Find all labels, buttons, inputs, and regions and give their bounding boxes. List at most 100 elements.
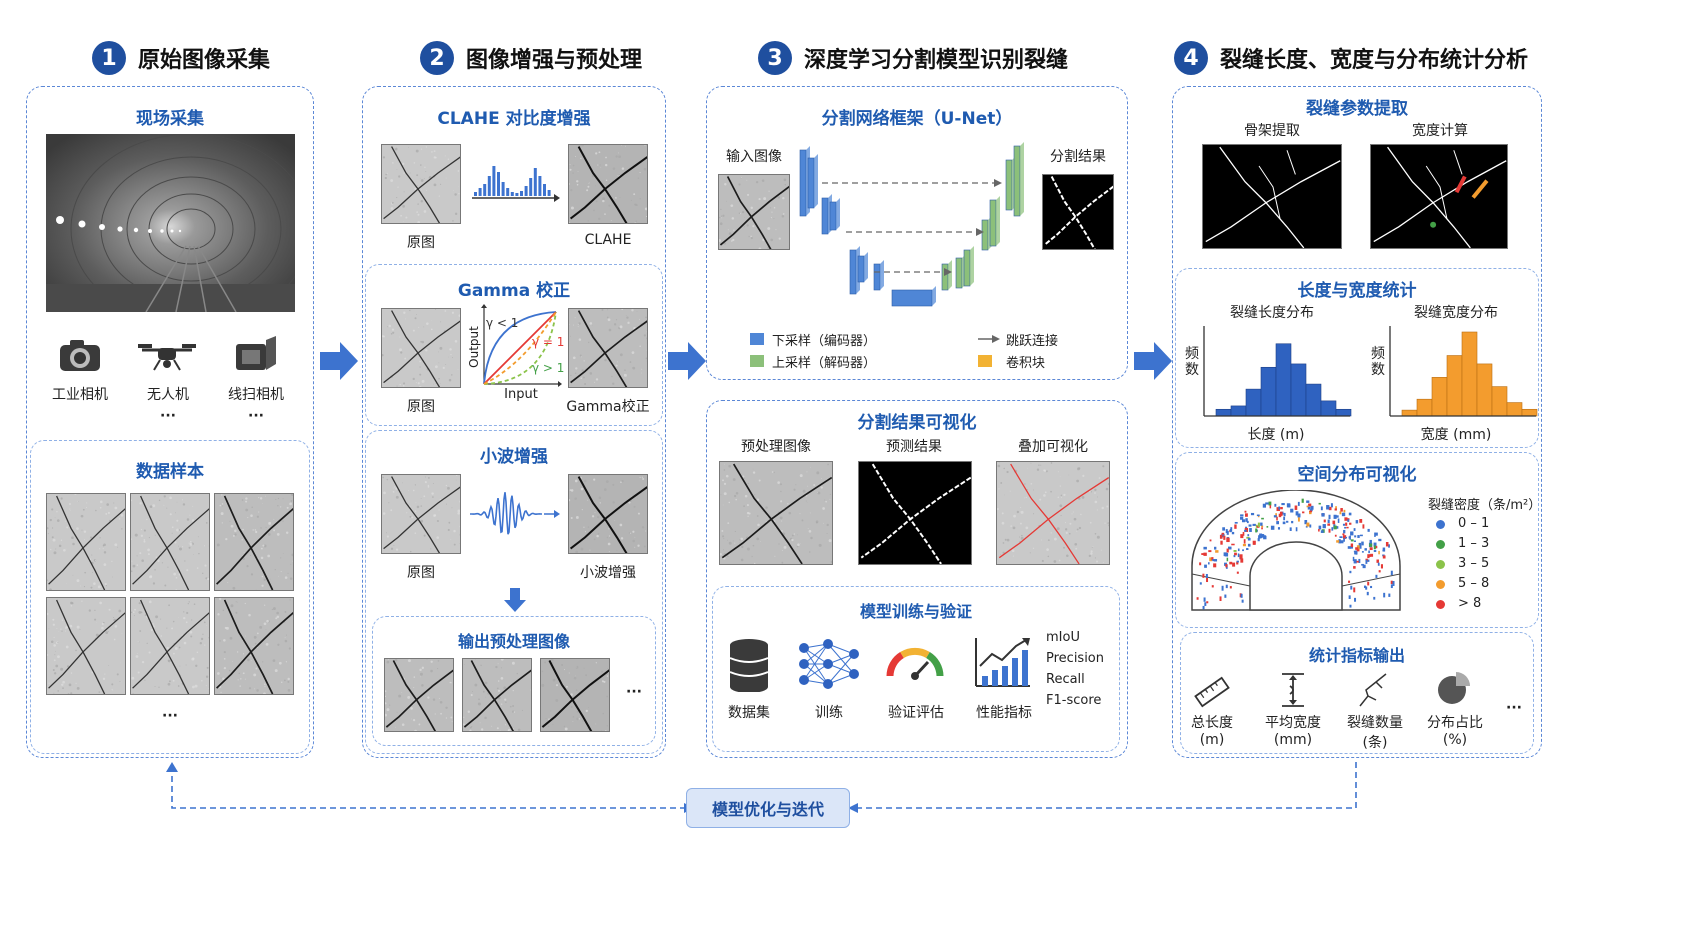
density-mark bbox=[1309, 510, 1312, 515]
density-mark bbox=[1270, 525, 1275, 530]
freq-label: 频数 bbox=[1185, 346, 1199, 378]
legend-label: > 8 bbox=[1458, 596, 1482, 611]
density-mark bbox=[1241, 599, 1244, 603]
density-mark bbox=[1353, 528, 1356, 531]
density-mark bbox=[1348, 512, 1352, 516]
output-name: 裂缝数量 bbox=[1347, 715, 1403, 731]
ellipsis: ··· bbox=[248, 408, 264, 424]
density-mark bbox=[1209, 539, 1212, 542]
histogram-bar bbox=[1446, 355, 1463, 417]
density-mark bbox=[1213, 559, 1218, 562]
density-mark bbox=[1211, 585, 1214, 588]
density-mark bbox=[1339, 511, 1342, 515]
original-image bbox=[381, 308, 461, 388]
ellipsis: ··· bbox=[1506, 700, 1522, 716]
wavelet-icon bbox=[470, 492, 560, 535]
density-mark bbox=[1244, 510, 1247, 513]
gamma-x-axis-label: Input bbox=[504, 387, 538, 402]
density-mark bbox=[1209, 557, 1213, 562]
density-mark bbox=[1225, 564, 1228, 568]
performance-chart-icon bbox=[975, 638, 1030, 687]
density-mark bbox=[1246, 520, 1249, 524]
legend-down-label: 下采样（编码器） bbox=[772, 334, 877, 349]
density-mark bbox=[1279, 511, 1283, 516]
density-mark bbox=[1355, 520, 1359, 524]
density-mark bbox=[1383, 592, 1386, 598]
original-image bbox=[381, 474, 461, 554]
density-mark bbox=[1353, 559, 1357, 564]
density-mark bbox=[1340, 508, 1343, 512]
density-mark bbox=[1208, 562, 1210, 565]
density-mark bbox=[1370, 585, 1373, 589]
density-mark bbox=[1320, 530, 1324, 533]
density-mark bbox=[1249, 528, 1252, 532]
density-mark bbox=[1380, 564, 1383, 569]
ellipsis: ··· bbox=[160, 408, 176, 424]
density-mark bbox=[1318, 525, 1322, 530]
density-mark bbox=[1373, 550, 1377, 552]
density-mark bbox=[1328, 506, 1332, 511]
density-mark bbox=[1297, 501, 1300, 506]
density-mark bbox=[1278, 506, 1281, 510]
clahe-label: CLAHE bbox=[584, 232, 632, 248]
density-mark bbox=[1373, 545, 1376, 550]
legend-label: 0 – 1 bbox=[1458, 516, 1490, 531]
unet-block bbox=[981, 219, 989, 251]
density-mark bbox=[1368, 550, 1370, 554]
density-mark bbox=[1276, 521, 1280, 525]
unet-block-side bbox=[836, 198, 840, 230]
density-mark bbox=[1374, 532, 1376, 537]
density-mark bbox=[1236, 560, 1239, 563]
density-mark bbox=[1327, 519, 1330, 524]
column-4-panel bbox=[1172, 86, 1542, 758]
unet-block-side bbox=[996, 196, 1000, 246]
density-mark bbox=[1346, 526, 1349, 529]
step-title: 图像增强与预处理 bbox=[466, 48, 643, 73]
density-mark bbox=[1224, 552, 1229, 557]
density-mark bbox=[1369, 543, 1373, 547]
density-mark bbox=[1343, 529, 1346, 534]
density-mark bbox=[1257, 522, 1260, 528]
density-mark bbox=[1344, 517, 1348, 521]
density-mark bbox=[1276, 516, 1278, 521]
segmentation-output bbox=[1042, 174, 1114, 250]
training-title: 模型训练与验证 bbox=[859, 602, 972, 621]
density-mark bbox=[1323, 519, 1326, 523]
step-title: 深度学习分割模型识别裂缝 bbox=[804, 48, 1069, 73]
data-samples-panel bbox=[30, 440, 310, 754]
density-mark bbox=[1318, 502, 1321, 505]
wavelet-panel bbox=[365, 430, 663, 754]
metric-f1: F1-score bbox=[1046, 693, 1102, 708]
length-axis-label: 长度 (m) bbox=[1247, 427, 1305, 443]
density-mark bbox=[1350, 539, 1354, 542]
density-mark bbox=[1353, 540, 1356, 542]
density-mark bbox=[1364, 548, 1367, 551]
density-mark bbox=[1367, 581, 1370, 586]
density-mark bbox=[1367, 559, 1370, 562]
density-mark bbox=[1331, 527, 1334, 531]
gamma-y-axis-label: Output bbox=[466, 326, 481, 368]
density-mark bbox=[1333, 514, 1337, 519]
histogram-bar bbox=[1491, 386, 1508, 417]
density-mark bbox=[1328, 528, 1331, 533]
density-mark bbox=[1338, 539, 1341, 544]
density-mark bbox=[1378, 550, 1380, 555]
density-mark bbox=[1326, 505, 1330, 510]
density-mark bbox=[1221, 532, 1225, 535]
train-item-label: 性能指标 bbox=[976, 705, 1032, 721]
density-mark bbox=[1336, 540, 1340, 543]
spatial-panel bbox=[1175, 452, 1539, 628]
step-3-header: 3 深度学习分割模型识别裂缝 bbox=[758, 38, 1068, 78]
density-mark bbox=[1355, 547, 1359, 550]
clahe-image bbox=[568, 144, 648, 224]
step-number: 1 bbox=[92, 41, 126, 75]
histogram-bar bbox=[1305, 383, 1322, 417]
unet-block-side bbox=[932, 286, 936, 306]
gamma-eq-label: γ = 1 bbox=[532, 335, 565, 349]
density-mark bbox=[1321, 513, 1325, 517]
density-mark bbox=[1294, 505, 1298, 510]
flow-arrow-icon bbox=[320, 342, 358, 380]
density-mark bbox=[1377, 562, 1380, 566]
histogram-bar bbox=[1215, 408, 1232, 417]
density-mark bbox=[1362, 524, 1365, 529]
